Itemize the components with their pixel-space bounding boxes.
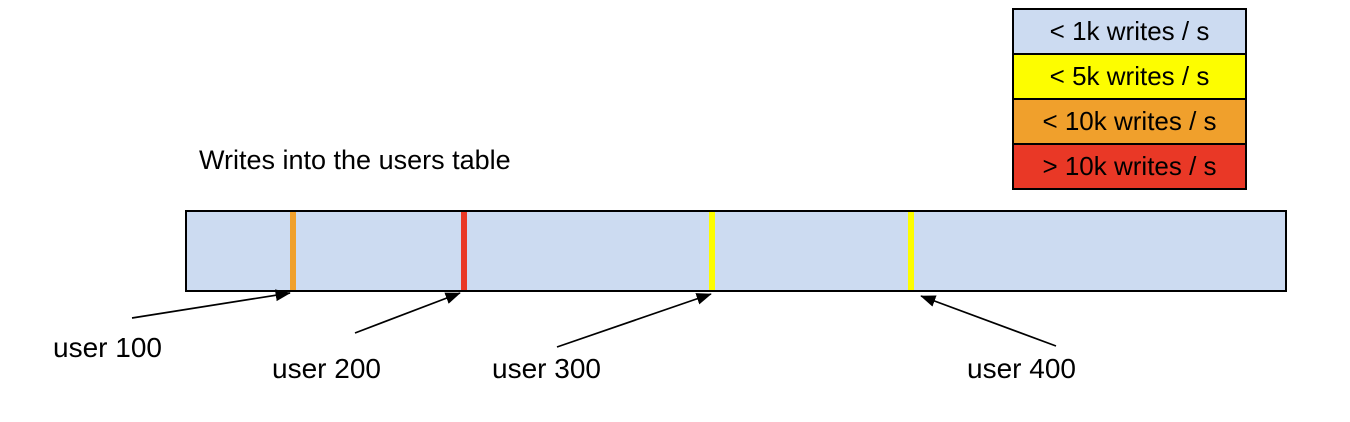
- user-200-label: user 200: [272, 353, 381, 384]
- user-400-label: user 400: [967, 353, 1076, 384]
- user-100-label: user 100: [53, 332, 162, 363]
- legend-item-lt-10k: < 10k writes / s: [1012, 98, 1247, 145]
- user-200-arrow: [354, 292, 461, 334]
- legend-item-label: < 1k writes / s: [1049, 16, 1210, 46]
- diagram-title: Writes into the users table: [199, 145, 511, 175]
- user-400-stripe: [908, 212, 914, 290]
- legend: < 1k writes / s < 5k writes / s < 10k wr…: [1012, 8, 1247, 190]
- user-300-stripe: [709, 212, 715, 290]
- user-100-stripe: [290, 212, 296, 290]
- user-100-arrow: [131, 289, 291, 319]
- legend-item-lt-1k: < 1k writes / s: [1012, 8, 1247, 55]
- legend-item-gt-10k: > 10k writes / s: [1012, 143, 1247, 190]
- legend-item-label: < 5k writes / s: [1049, 61, 1210, 91]
- legend-item-label: > 10k writes / s: [1042, 151, 1217, 181]
- users-table-bar: [185, 210, 1287, 292]
- user-200-stripe: [461, 212, 467, 290]
- user-400-arrow: [920, 295, 1057, 347]
- legend-item-label: < 10k writes / s: [1042, 106, 1217, 136]
- user-300-arrow: [556, 293, 712, 348]
- user-300-label: user 300: [492, 353, 601, 384]
- legend-item-lt-5k: < 5k writes / s: [1012, 53, 1247, 100]
